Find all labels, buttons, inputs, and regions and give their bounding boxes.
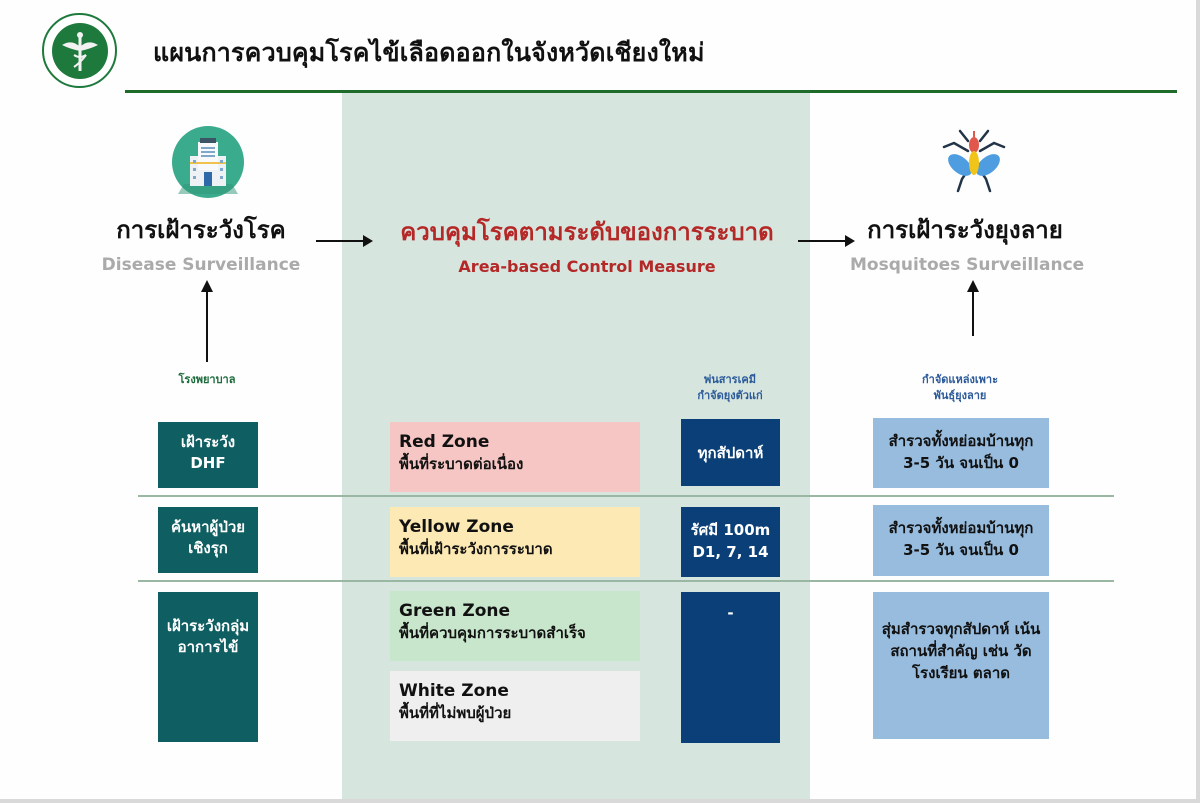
zone-description: พื้นที่เฝ้าระวังการระบาด <box>399 540 553 558</box>
mosquito-text-line: สำรวจทั้งหย่อมบ้านทุก <box>888 519 1034 537</box>
control-measure-header: ควบคุมโรคตามระดับของการระบาด Area-based … <box>372 212 802 276</box>
chemical-spray-label-line2: กำจัดยุงตัวแก่ <box>697 389 763 402</box>
surveillance-text-line: เชิงรุก <box>188 539 228 557</box>
zone-red: Red Zone พื้นที่ระบาดต่อเนื่อง <box>390 422 640 492</box>
surveillance-box-fever-cluster: เฝ้าระวังกลุ่ม อาการไข้ <box>158 592 258 742</box>
mosquito-surveillance-title-th: การเฝ้าระวังยุงลาย <box>867 216 1063 244</box>
surveillance-box-dhf: เฝ้าระวัง DHF <box>158 422 258 488</box>
disease-surveillance-title-en: Disease Surveillance <box>101 255 301 275</box>
arrow-up-to-disease-surveillance <box>201 280 213 362</box>
surveillance-box-active-case-finding: ค้นหาผู้ป่วย เชิงรุก <box>158 507 258 573</box>
spray-text-line: D1, 7, 14 <box>692 543 769 561</box>
page-title: แผนการควบคุมโรคไข้เลือดออกในจังหวัดเชียง… <box>153 38 705 67</box>
surveillance-text-line: เฝ้าระวัง <box>180 433 236 451</box>
spray-box-radius: รัศมี 100m D1, 7, 14 <box>681 507 780 577</box>
row-divider <box>138 580 1114 582</box>
mosquito-surveillance-header: การเฝ้าระวังยุงลาย Mosquitoes Surveillan… <box>850 210 1085 275</box>
spray-text-line: - <box>727 604 734 622</box>
caduceus-emblem-icon <box>51 22 108 79</box>
arrow-up-to-mosquito-surveillance <box>967 280 979 336</box>
mosquito-text-line: สำรวจทั้งหย่อมบ้านทุก <box>888 432 1034 450</box>
mosquito-box-row1: สำรวจทั้งหย่อมบ้านทุก 3-5 วัน จนเป็น 0 <box>873 418 1049 488</box>
control-measure-title-th: ควบคุมโรคตามระดับของการระบาด <box>400 218 774 246</box>
surveillance-text-line: ค้นหาผู้ป่วย <box>170 518 246 536</box>
mosquito-text-line: 3-5 วัน จนเป็น 0 <box>903 454 1019 472</box>
surveillance-text-line: เฝ้าระวังกลุ่ม <box>166 617 250 635</box>
zone-name: Yellow Zone <box>399 517 514 537</box>
surveillance-text-line: DHF <box>190 454 226 472</box>
spray-text-line: รัศมี 100m <box>690 521 771 539</box>
breeding-site-label: กำจัดแหล่งเพาะ พันธุ์ยุงลาย <box>890 372 1030 404</box>
zone-name: Red Zone <box>399 432 490 452</box>
mosquito-icon <box>938 127 1010 197</box>
breeding-site-label-line2: พันธุ์ยุงลาย <box>933 389 987 402</box>
breeding-site-label-line1: กำจัดแหล่งเพาะ <box>922 373 998 386</box>
zone-description: พื้นที่ระบาดต่อเนื่อง <box>399 455 524 473</box>
zone-description: พื้นที่ที่ไม่พบผู้ป่วย <box>399 704 512 722</box>
mosquito-text-line: โรงเรียน ตลาด <box>912 664 1010 682</box>
control-measure-title-en: Area-based Control Measure <box>458 257 716 276</box>
zone-white: White Zone พื้นที่ที่ไม่พบผู้ป่วย <box>390 671 640 741</box>
hospital-icon <box>172 126 244 198</box>
chemical-spray-label: พ่นสารเคมี กำจัดยุงตัวแก่ <box>670 372 790 404</box>
health-office-logo <box>42 13 117 88</box>
surveillance-text-line: อาการไข้ <box>177 638 239 656</box>
disease-surveillance-title-th: การเฝ้าระวังโรค <box>116 216 286 244</box>
zone-name: Green Zone <box>399 601 511 621</box>
spray-box-none: - <box>681 592 780 743</box>
arrow-right-to-mosquito <box>798 235 855 247</box>
zone-name: White Zone <box>399 681 509 701</box>
zone-description: พื้นที่ควบคุมการระบาดสำเร็จ <box>399 624 586 642</box>
zone-yellow: Yellow Zone พื้นที่เฝ้าระวังการระบาด <box>390 507 640 577</box>
row-divider <box>138 495 1114 497</box>
hospital-label: โรงพยาบาล <box>178 373 236 386</box>
mosquito-text-line: 3-5 วัน จนเป็น 0 <box>903 541 1019 559</box>
disease-surveillance-header: การเฝ้าระวังโรค Disease Surveillance <box>96 210 306 275</box>
spray-box-weekly: ทุกสัปดาห์ <box>681 419 780 486</box>
mosquito-box-row2: สำรวจทั้งหย่อมบ้านทุก 3-5 วัน จนเป็น 0 <box>873 505 1049 576</box>
mosquito-text-line: สถานที่สำคัญ เช่น วัด <box>890 642 1032 660</box>
chemical-spray-label-line1: พ่นสารเคมี <box>704 373 756 386</box>
title-divider <box>125 90 1177 93</box>
spray-text-line: ทุกสัปดาห์ <box>697 443 764 462</box>
mosquito-surveillance-title-en: Mosquitoes Surveillance <box>850 255 1085 275</box>
arrow-right-to-control <box>316 235 373 247</box>
mosquito-text-line: สุ่มสำรวจทุกสัปดาห์ เน้น <box>881 620 1041 638</box>
zone-green: Green Zone พื้นที่ควบคุมการระบาดสำเร็จ <box>390 591 640 661</box>
mosquito-box-row3: สุ่มสำรวจทุกสัปดาห์ เน้น สถานที่สำคัญ เช… <box>873 592 1049 739</box>
